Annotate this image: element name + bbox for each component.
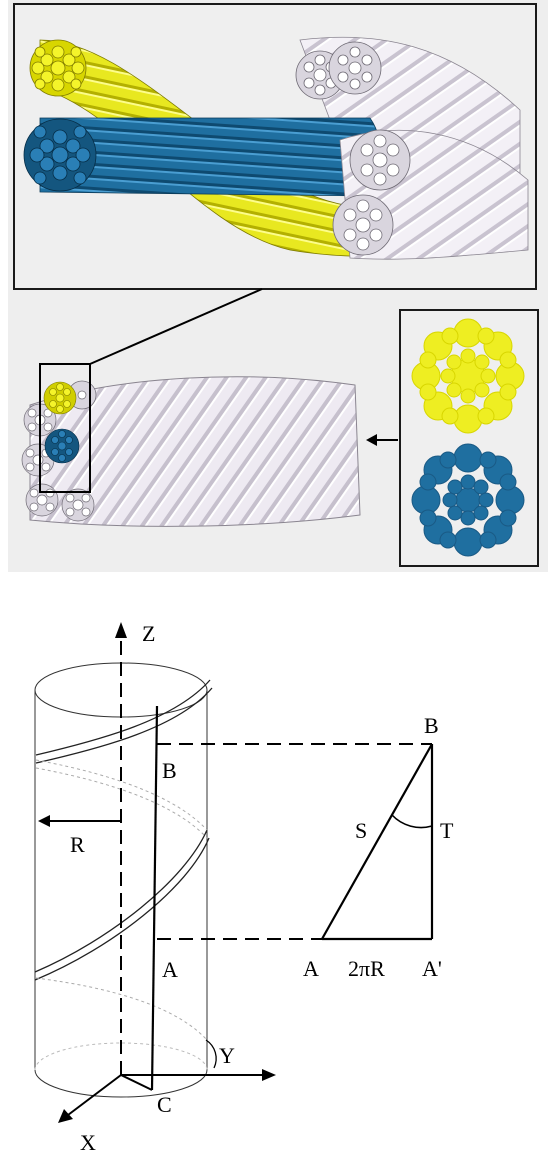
yellow-strand-cross-section <box>411 318 525 434</box>
helix-curve <box>34 679 213 981</box>
rope-render-panel <box>8 0 548 572</box>
radius-arrow: R <box>38 815 121 857</box>
point-a-cylinder-label: A <box>162 957 178 982</box>
selection-box <box>39 363 91 493</box>
side-t-label: T <box>440 818 454 843</box>
side-s-label: S <box>355 818 367 843</box>
radius-label: R <box>70 832 85 857</box>
coordinate-axes: Y X <box>58 1039 276 1155</box>
blue-strand-cross-section <box>411 443 525 557</box>
wire-rope <box>21 363 361 527</box>
point-c-label: C <box>157 1092 172 1117</box>
point-a-triangle-label: A <box>303 956 319 981</box>
point-b-triangle-label: B <box>424 713 439 738</box>
point-a-prime-label: A' <box>422 956 442 981</box>
helix-angle-arc <box>391 814 433 829</box>
base-length-label: 2πR <box>348 956 385 981</box>
zoom-connector-line <box>89 288 263 365</box>
side-s-line <box>321 743 433 940</box>
z-axis-label: Z <box>142 621 155 646</box>
white-strand-ends <box>295 41 411 256</box>
z-axis: Z <box>115 621 155 1075</box>
helix-hidden-curve <box>35 759 208 1041</box>
helix-geometry-diagram: Z R B A C Y X <box>34 621 454 1155</box>
x-axis-label: X <box>80 1130 96 1155</box>
strand-cross-section-box <box>399 309 539 567</box>
unrolled-helix-triangle <box>321 743 434 941</box>
zoom-detail-box <box>13 3 537 290</box>
yellow-strand-end <box>29 39 87 97</box>
left-arrow-icon <box>366 434 398 446</box>
generator-line <box>150 705 159 1091</box>
arrow-up-icon <box>115 622 127 638</box>
blue-strand-end <box>23 118 97 192</box>
y-axis-label: Y <box>219 1043 235 1068</box>
point-b-cylinder-label: B <box>162 758 177 783</box>
